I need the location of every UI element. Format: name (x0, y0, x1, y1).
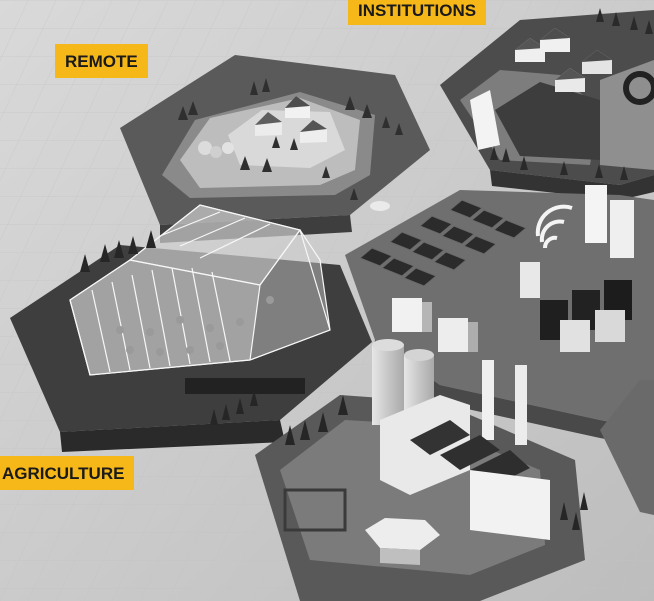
institutions-label: INSTITUTIONS (348, 0, 487, 25)
agriculture-trees (80, 230, 156, 272)
institutions-trees (490, 8, 653, 180)
solar-panels (359, 199, 527, 287)
industry-trees (285, 395, 588, 530)
institutions-buildings (470, 28, 612, 150)
factory (372, 339, 550, 540)
agriculture-label: AGRICULTURE (0, 456, 135, 490)
remote-label: REMOTE (55, 44, 148, 78)
greenhouse-plants (116, 296, 274, 356)
greenhouse (69, 204, 331, 376)
remote-hex (120, 55, 430, 243)
industry-hex (210, 339, 588, 601)
institutions-hex (440, 8, 654, 200)
greenhouse-side-trees (210, 390, 258, 425)
wifi-icon (535, 204, 573, 249)
energy-units (392, 185, 634, 352)
industry-tanks (283, 488, 440, 565)
remote-trees (178, 78, 403, 200)
remote-houses (198, 96, 327, 158)
right-hex (600, 380, 654, 515)
agriculture-hex (10, 204, 372, 452)
